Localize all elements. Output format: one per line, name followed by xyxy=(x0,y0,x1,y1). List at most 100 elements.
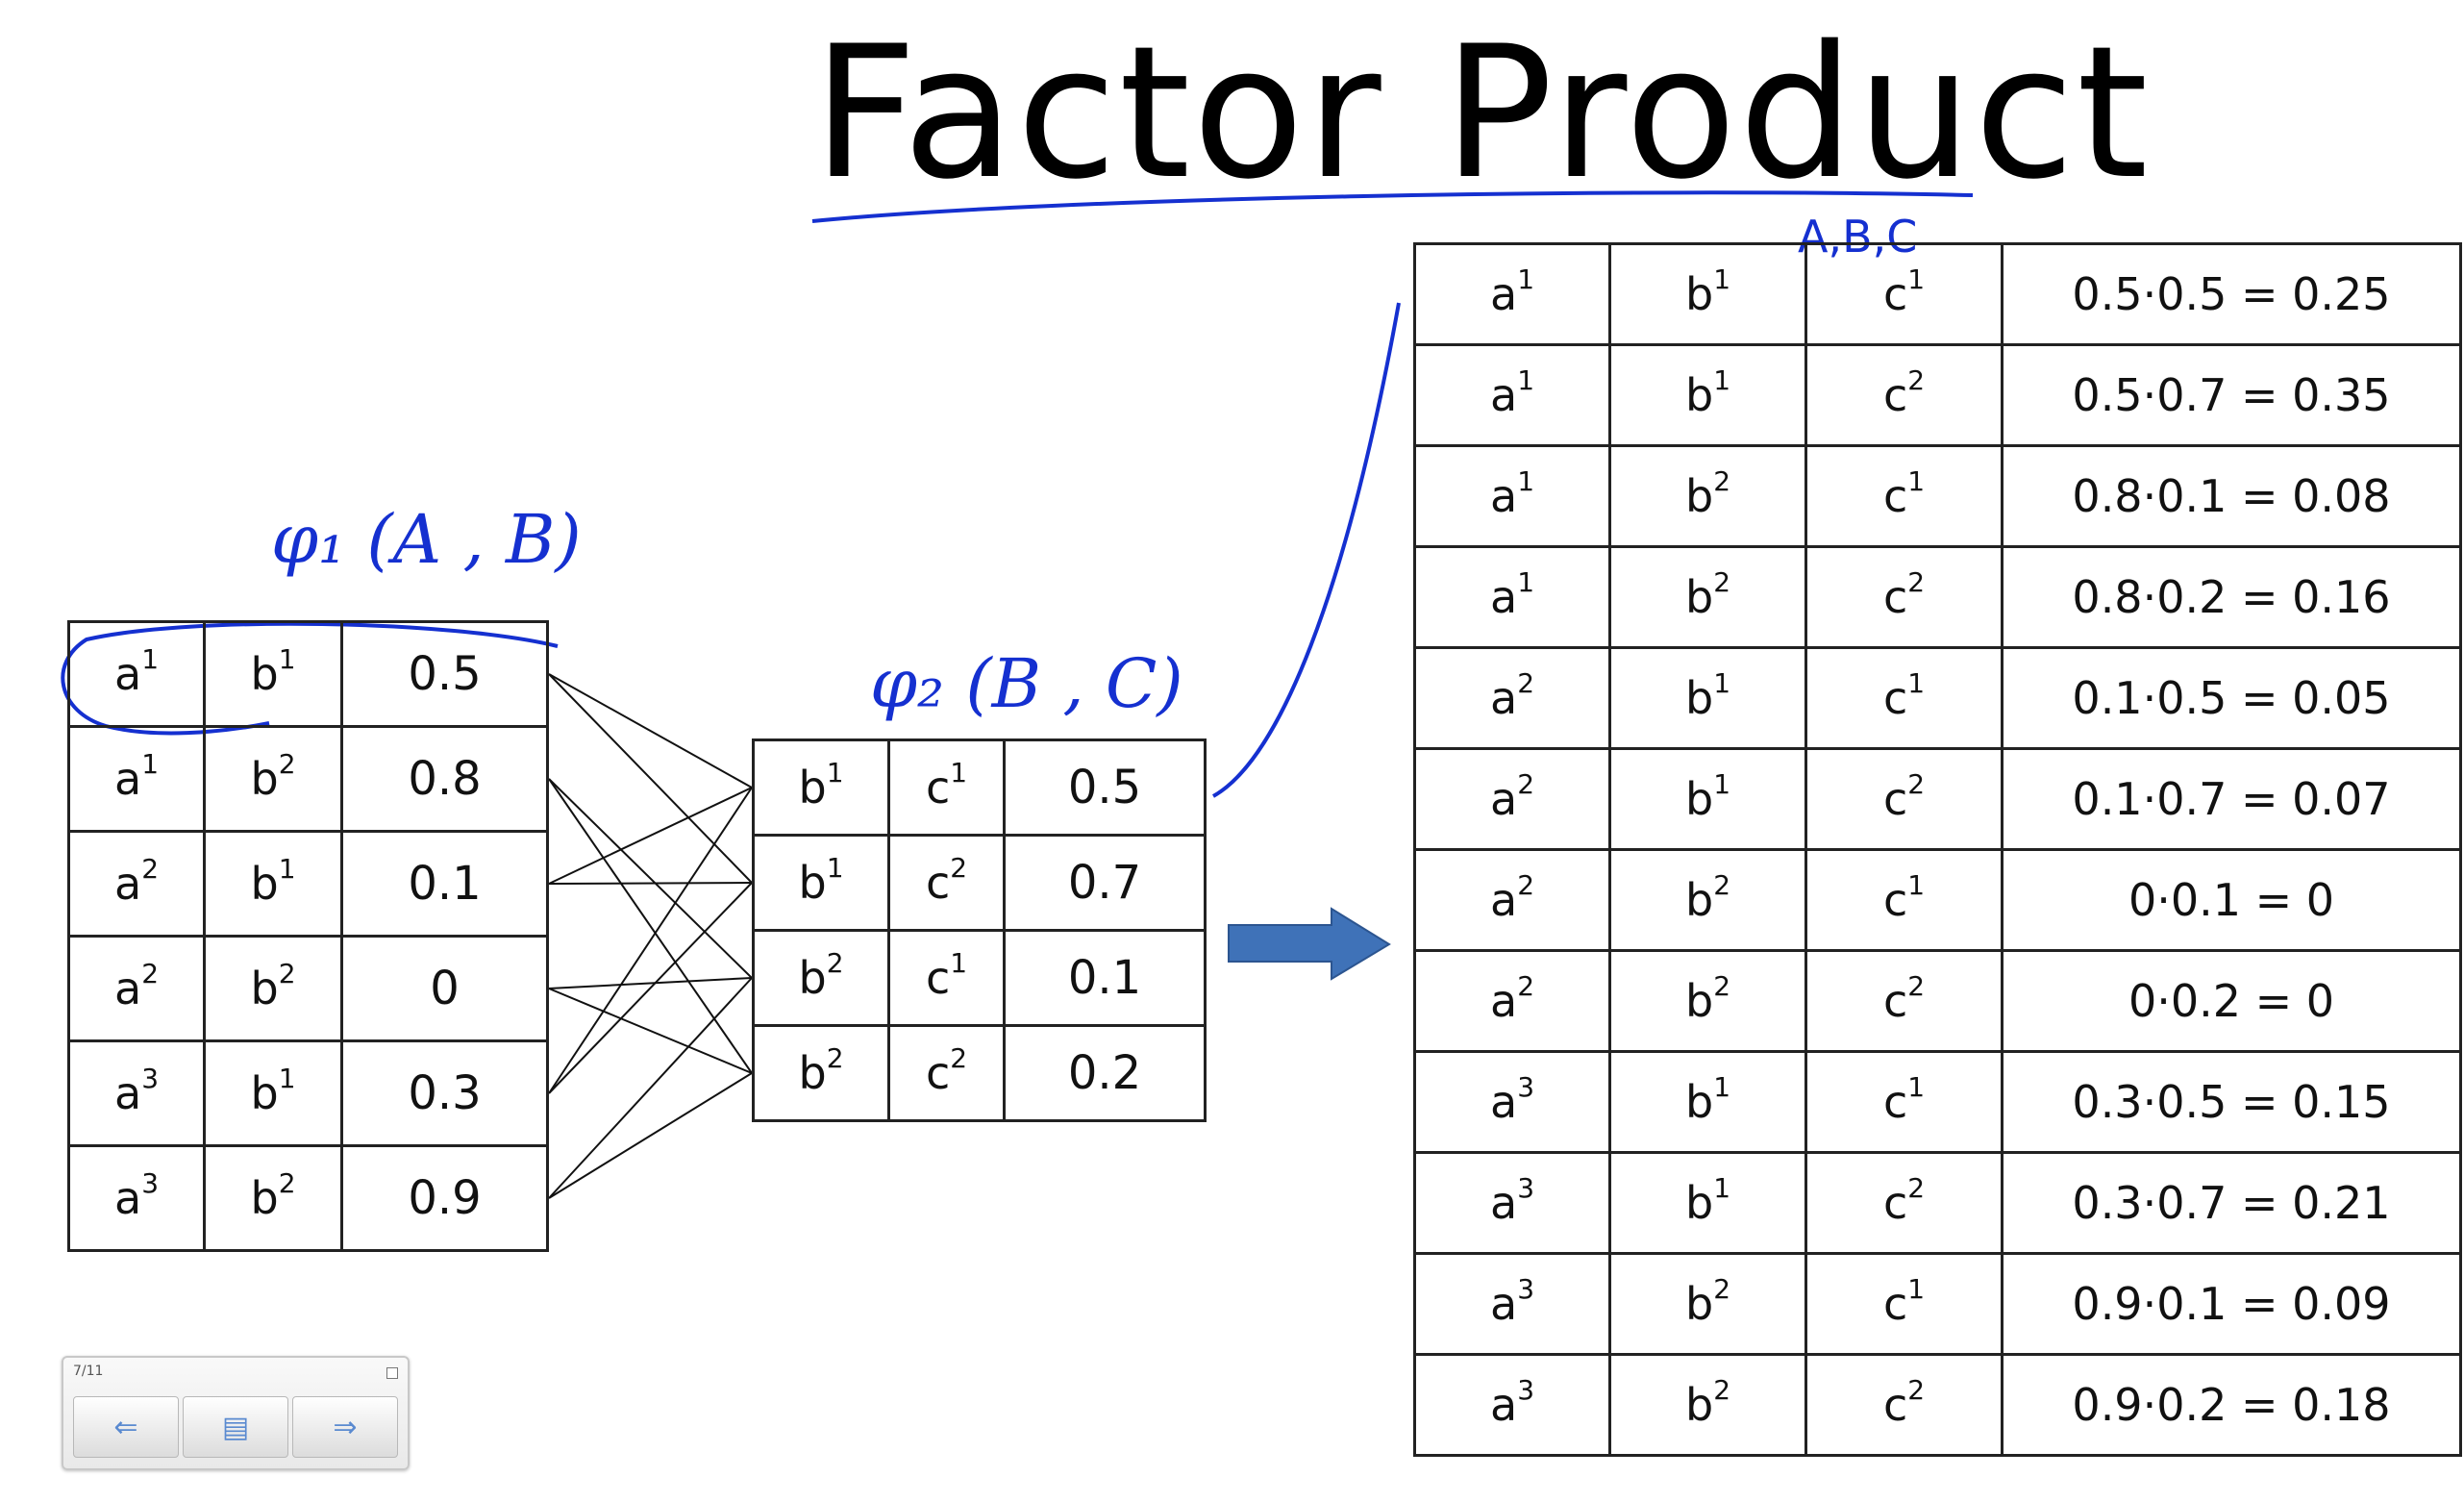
var-c-cell: c1 xyxy=(887,738,1006,837)
var-a-cell: a3 xyxy=(1413,1252,1611,1356)
var-a-cell-index: 3 xyxy=(1517,1273,1535,1305)
previous-slide-button[interactable]: ⇐ xyxy=(73,1396,179,1458)
arrow-right-icon: ⇒ xyxy=(333,1410,358,1444)
var-c-cell-letter: c xyxy=(1882,1379,1908,1431)
var-c-cell-index: 2 xyxy=(950,852,968,884)
var-a-cell-index: 2 xyxy=(1517,869,1535,901)
var-c-cell: c1 xyxy=(1804,1050,2004,1154)
var-b-cell-letter: b xyxy=(250,858,279,910)
var-b-cell-index: 2 xyxy=(278,958,296,989)
row-connection-line xyxy=(548,882,753,1094)
page-indicator: 7/11 xyxy=(73,1364,104,1379)
product-expression-cell: 0.5·0.5 = 0.25 xyxy=(2001,242,2462,346)
var-c-cell-letter: c xyxy=(1882,1177,1908,1229)
var-b-cell-index: 2 xyxy=(1713,1374,1731,1406)
phi1-label: φ₁ (A , B) xyxy=(271,500,582,579)
row-connection-line xyxy=(548,882,753,885)
var-a-cell: a2 xyxy=(1413,646,1611,750)
product-expression-cell: 0·0.2 = 0 xyxy=(2001,949,2462,1053)
var-c-cell-letter: c xyxy=(925,1047,951,1099)
var-c-cell: c2 xyxy=(1804,1353,2004,1457)
var-c-cell-letter: c xyxy=(925,762,951,814)
phi2-label: φ₂ (B , C) xyxy=(870,644,1183,723)
var-a-cell: a2 xyxy=(1413,949,1611,1053)
var-b-cell: b1 xyxy=(1608,1151,1807,1255)
var-c-cell: c1 xyxy=(1804,242,2004,346)
var-a-cell-letter: a xyxy=(1489,773,1518,825)
factor-value-cell: 0 xyxy=(340,935,549,1042)
var-b-cell-index: 1 xyxy=(278,853,296,885)
row-connection-line xyxy=(548,778,753,979)
var-c-cell-index: 1 xyxy=(1907,869,1926,901)
product-expression-cell: 0·0.1 = 0 xyxy=(2001,848,2462,952)
factor-value-cell: 0.5 xyxy=(1003,738,1207,837)
var-b-cell-letter: b xyxy=(1684,773,1714,825)
row-connection-line xyxy=(548,977,753,989)
var-c-cell: c2 xyxy=(1804,545,2004,649)
slide-menu-button[interactable]: ▤ xyxy=(183,1396,288,1458)
factor-value-cell: 0.7 xyxy=(1003,834,1207,932)
var-b-cell-letter: b xyxy=(250,1067,279,1119)
var-a-cell-index: 3 xyxy=(1517,1374,1535,1406)
var-b-cell-letter: b xyxy=(1684,369,1714,421)
var-b-cell-letter: b xyxy=(250,648,279,700)
var-b-cell: b1 xyxy=(1608,747,1807,851)
close-icon[interactable] xyxy=(386,1367,398,1379)
var-a-cell: a1 xyxy=(67,620,206,728)
factor-value-cell: 0.9 xyxy=(340,1144,549,1252)
var-c-cell-letter: c xyxy=(1882,1076,1908,1128)
var-b-cell-index: 1 xyxy=(826,852,844,884)
factor-value-cell: 0.8 xyxy=(340,725,549,833)
var-b-cell: b2 xyxy=(752,1024,890,1122)
var-b-cell-letter: b xyxy=(798,1047,827,1099)
var-c-cell-letter: c xyxy=(1882,369,1908,421)
next-slide-button[interactable]: ⇒ xyxy=(292,1396,398,1458)
var-b-cell: b2 xyxy=(1608,1353,1807,1457)
var-b-cell-index: 2 xyxy=(278,748,296,780)
product-expression-cell: 0.1·0.7 = 0.07 xyxy=(2001,747,2462,851)
var-b-cell-letter: b xyxy=(798,952,827,1004)
slide-navigation: 7/11 ⇐ ▤ ⇒ xyxy=(62,1356,410,1470)
var-a-cell: a1 xyxy=(67,725,206,833)
var-b-cell-index: 1 xyxy=(1713,364,1731,396)
var-b-cell: b1 xyxy=(752,834,890,932)
var-b-cell-index: 1 xyxy=(1713,1071,1731,1103)
product-expression-cell: 0.9·0.1 = 0.09 xyxy=(2001,1252,2462,1356)
var-a-cell-letter: a xyxy=(1489,975,1518,1027)
var-a-cell-letter: a xyxy=(113,858,142,910)
var-a-cell-index: 3 xyxy=(1517,1071,1535,1103)
product-expression-cell: 0.8·0.1 = 0.08 xyxy=(2001,444,2462,548)
var-a-cell: a3 xyxy=(1413,1353,1611,1457)
var-c-cell-index: 2 xyxy=(1907,1374,1926,1406)
var-b-cell-letter: b xyxy=(250,753,279,805)
row-connection-line xyxy=(548,977,753,1199)
var-c-cell-index: 2 xyxy=(950,1042,968,1074)
var-c-cell: c2 xyxy=(1804,1151,2004,1255)
var-c-cell-letter: c xyxy=(1882,874,1908,926)
var-c-cell-index: 1 xyxy=(950,947,968,979)
var-c-cell-index: 1 xyxy=(1907,465,1926,497)
var-c-cell-letter: c xyxy=(925,857,951,909)
var-a-cell-index: 1 xyxy=(141,643,160,675)
var-a-cell: a1 xyxy=(1413,242,1611,346)
var-a-cell-index: 1 xyxy=(1517,465,1535,497)
var-c-cell-letter: c xyxy=(1882,975,1908,1027)
var-b-cell: b1 xyxy=(1608,646,1807,750)
var-b-cell-letter: b xyxy=(1684,571,1714,623)
var-a-cell: a3 xyxy=(1413,1151,1611,1255)
arrow-left-icon: ⇐ xyxy=(113,1410,138,1444)
row-connection-line xyxy=(548,673,753,789)
var-b-cell-index: 1 xyxy=(278,643,296,675)
var-a-cell-index: 3 xyxy=(1517,1172,1535,1204)
factor-value-cell: 0.1 xyxy=(340,830,549,938)
var-b-cell: b2 xyxy=(1608,444,1807,548)
var-c-cell-letter: c xyxy=(1882,268,1908,320)
var-b-cell-index: 2 xyxy=(1713,869,1731,901)
